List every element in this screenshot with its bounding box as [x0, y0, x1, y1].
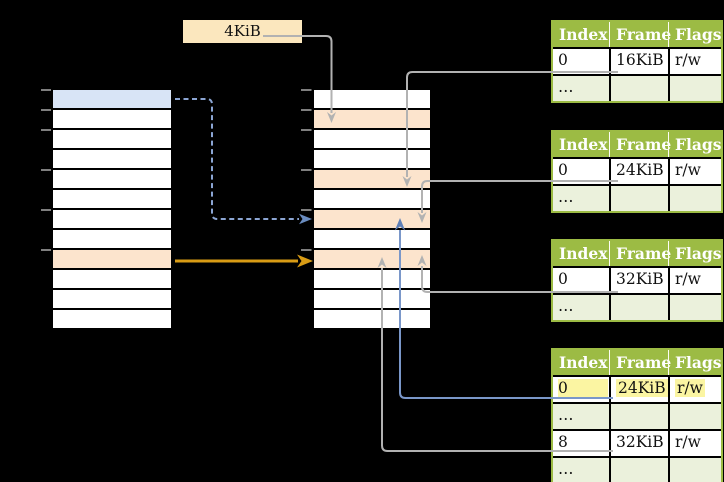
memory-row: [53, 150, 171, 170]
frame-size-label: 4KiB: [183, 20, 302, 43]
frame-cell: 32KiB: [609, 431, 668, 456]
index-cell: 0: [553, 377, 609, 402]
frame-cell: 32KiB: [609, 268, 668, 293]
memory-row: [314, 210, 430, 230]
physical-memory-stack: [312, 88, 432, 330]
flags-cell: [668, 458, 721, 482]
table-row: …: [553, 402, 721, 429]
index-cell: …: [558, 78, 574, 96]
frame-cell: [609, 404, 668, 429]
index-cell: …: [558, 406, 574, 424]
frame-cell: 24KiB: [609, 377, 668, 402]
virtual-page-translation-line: [175, 98, 299, 220]
index-cell: …: [558, 297, 574, 315]
column-header: Frame: [609, 350, 671, 375]
column-header: Frame: [609, 132, 671, 157]
memory-row: [314, 290, 430, 310]
index-cell: 0: [558, 51, 568, 69]
memory-row: [314, 170, 430, 190]
memory-row: [314, 270, 430, 290]
virtual-memory-stack: [51, 88, 173, 330]
frame-cell: [609, 458, 668, 482]
memory-row: [53, 270, 171, 290]
memory-row: [314, 90, 430, 110]
flags-cell: [668, 186, 721, 211]
memory-row: [53, 230, 171, 250]
index-cell: …: [558, 188, 574, 206]
column-header: Flags: [668, 132, 722, 157]
memory-row: [53, 310, 171, 328]
table-row: …: [553, 293, 721, 320]
table-row: …: [553, 456, 721, 482]
column-header: Index: [559, 25, 608, 44]
column-header: Index: [559, 244, 608, 263]
memory-row: [314, 150, 430, 170]
index-cell: 0: [558, 161, 568, 179]
memory-row: [53, 90, 171, 110]
column-header: Index: [559, 353, 608, 372]
highlighted-value: 24KiB: [616, 379, 668, 397]
column-header: Flags: [668, 241, 722, 266]
column-header: Flags: [668, 22, 722, 47]
column-header: Index: [559, 135, 608, 154]
memory-row: [314, 110, 430, 130]
column-header: Flags: [668, 350, 722, 375]
flags-cell: r/w: [668, 49, 721, 74]
frame-size-label-text: 4KiB: [224, 22, 261, 40]
flags-cell: r/w: [668, 431, 721, 456]
highlighted-value: 0: [558, 379, 608, 397]
flags-cell: r/w: [668, 159, 721, 184]
flags-cell: [668, 76, 721, 101]
flags-cell: r/w: [668, 268, 721, 293]
memory-row: [53, 110, 171, 130]
index-cell: 0: [558, 270, 568, 288]
memory-row: [314, 250, 430, 270]
highlighted-value: r/w: [675, 379, 705, 397]
memory-row: [314, 190, 430, 210]
memory-row: [314, 130, 430, 150]
memory-row: [314, 230, 430, 250]
index-cell: 8: [558, 433, 568, 451]
frame-cell: [609, 76, 668, 101]
column-header: Frame: [609, 241, 671, 266]
index-cell: …: [558, 460, 574, 478]
flags-cell: [668, 404, 721, 429]
frame-cell: [609, 186, 668, 211]
frame-cell: 24KiB: [609, 159, 668, 184]
memory-row: [53, 130, 171, 150]
table-row: 0 24KiB r/w: [553, 375, 721, 402]
memory-row: [314, 310, 430, 328]
arrowhead-right-icon: [297, 254, 313, 268]
frame-cell: [609, 295, 668, 320]
table-row: …: [553, 184, 721, 211]
memory-row: [53, 290, 171, 310]
frame-cell: 16KiB: [609, 49, 668, 74]
flags-cell: r/w: [668, 377, 721, 402]
flags-cell: [668, 295, 721, 320]
table-row: …: [553, 74, 721, 101]
arrowhead-right-icon: [299, 213, 312, 225]
memory-row: [53, 170, 171, 190]
column-header: Frame: [609, 22, 671, 47]
memory-row: [53, 250, 171, 270]
memory-row: [53, 210, 171, 230]
memory-row: [53, 190, 171, 210]
